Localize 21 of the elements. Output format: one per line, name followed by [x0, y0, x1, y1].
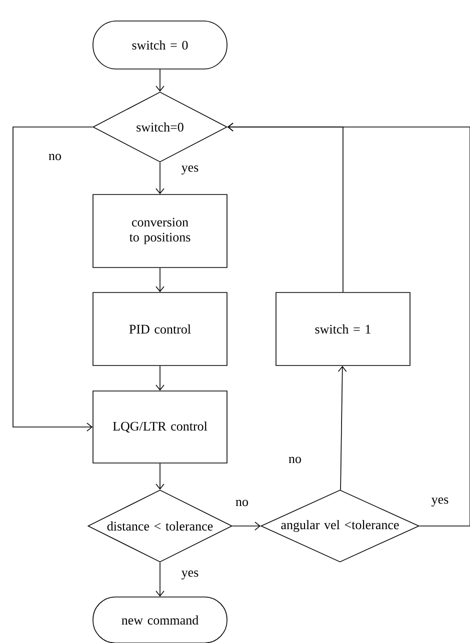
- arrow: [156, 366, 164, 391]
- arrow: [12, 126, 93, 432]
- process-box: LQG/LTR control: [92, 390, 228, 464]
- edge-label: no: [288, 456, 301, 464]
- process-box: conversion to positions: [92, 194, 228, 268]
- terminal-box: new command: [92, 596, 228, 643]
- arrow: [156, 268, 164, 292]
- edge-label: yes: [432, 498, 448, 506]
- edge-label: yes: [182, 166, 198, 174]
- edge-label: no: [48, 154, 61, 160]
- arrow: [232, 522, 261, 530]
- process-box: PID control: [92, 292, 228, 366]
- arrow: [156, 562, 164, 597]
- terminal-box: switch = 0: [92, 20, 228, 70]
- arrow: [156, 463, 164, 490]
- edge-label: no: [236, 500, 248, 506]
- edge-label: yes: [182, 570, 198, 580]
- arrow: [156, 162, 164, 194]
- arrow: [156, 69, 164, 92]
- arrow: [338, 366, 347, 490]
- process-box: switch = 1: [276, 292, 410, 366]
